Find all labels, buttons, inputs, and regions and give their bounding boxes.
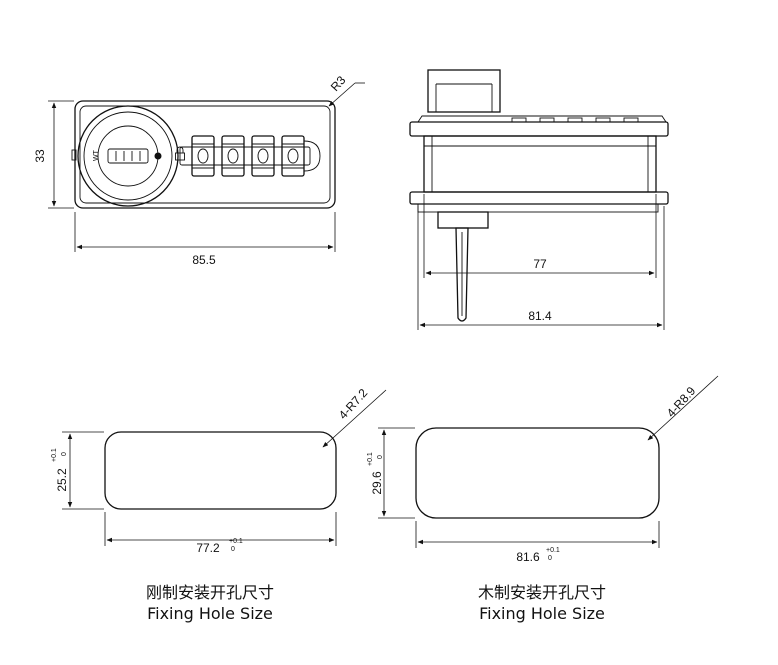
wood-hole-drawing: 29.6 +0.1 0 81.6 +0.1 0 4-R8.9 — [367, 375, 719, 564]
wood-height-dim: 29.6 — [370, 471, 384, 495]
steel-caption-cn: 刚制安装开孔尺寸 — [145, 583, 274, 602]
wood-width-tol-lower: 0 — [548, 555, 552, 562]
flange — [409, 191, 669, 205]
outer-width-dim: 81.4 — [528, 309, 552, 323]
steel-height-dim: 25.2 — [55, 468, 69, 492]
steel-hole-drawing: 25.2 +0.1 0 77.2 +0.1 0 4-R7.2 — [51, 386, 387, 555]
front-view: WT — [33, 73, 365, 267]
steel-height-tol-upper: +0.1 — [51, 448, 58, 462]
wheel-bumps — [511, 117, 639, 123]
wheel-4 — [281, 135, 305, 177]
left-pin — [71, 149, 77, 161]
spindle-base — [437, 211, 489, 229]
wood-caption: 木制安装开孔尺寸 Fixing Hole Size — [442, 582, 642, 624]
body-block — [423, 135, 657, 193]
wood-height-tol-lower: 0 — [377, 455, 384, 459]
indicator-dot — [154, 152, 162, 160]
lock-label: WT — [93, 149, 100, 161]
wood-hole-outline — [415, 427, 660, 519]
wheel-2 — [221, 135, 245, 177]
back-plate — [417, 203, 659, 213]
wood-caption-cn: 木制安装开孔尺寸 — [477, 583, 606, 602]
key-slot — [107, 148, 149, 164]
lock-housing-outer — [77, 105, 179, 207]
steel-height-tol-lower: 0 — [61, 452, 68, 456]
wheel-3 — [251, 135, 275, 177]
wood-width-tol-upper: +0.1 — [546, 547, 560, 554]
front-body-outer — [74, 100, 336, 209]
inner-width-dim: 77 — [533, 257, 547, 271]
wood-caption-en: Fixing Hole Size — [479, 604, 605, 623]
wood-corner-radius: 4-R8.9 — [664, 384, 699, 420]
steel-width-tol-upper: +0.1 — [229, 538, 243, 545]
steel-caption-en: Fixing Hole Size — [147, 604, 273, 623]
side-view: 77 81.4 — [409, 69, 669, 330]
width-dim: 85.5 — [192, 253, 216, 267]
wheel-1 — [191, 135, 215, 177]
steel-width-tol-lower: 0 — [231, 546, 235, 553]
wood-width-dim: 81.6 — [516, 550, 540, 564]
lock-housing-inner — [83, 111, 173, 201]
steel-hole-outline — [104, 431, 337, 510]
wood-height-tol-upper: +0.1 — [367, 452, 374, 466]
combination-wheels — [179, 135, 321, 177]
height-dim: 33 — [33, 149, 47, 163]
key-cylinder — [97, 125, 159, 187]
spindle — [455, 227, 469, 322]
front-body-inner — [79, 105, 331, 204]
top-knob — [427, 69, 501, 113]
steel-caption: 刚制安装开孔尺寸 Fixing Hole Size — [110, 582, 310, 624]
face-plate — [409, 121, 669, 137]
steel-corner-radius: 4-R7.2 — [336, 386, 371, 422]
steel-width-dim: 77.2 — [196, 541, 220, 555]
